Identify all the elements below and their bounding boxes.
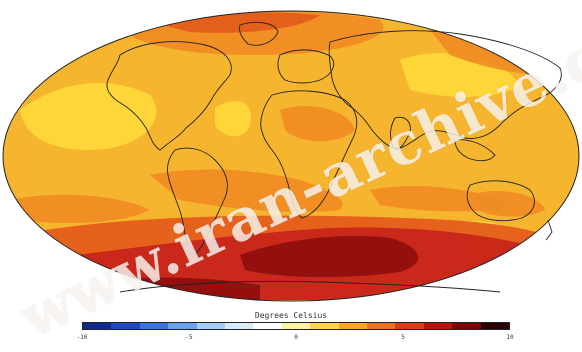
africa-outline — [260, 90, 358, 219]
colorbar-swatch — [395, 323, 424, 329]
colorbar-swatch — [423, 323, 453, 329]
colorbar-swatch — [452, 323, 481, 329]
warming-region-orange — [10, 194, 150, 223]
temperature-map — [2, 10, 580, 302]
warming-region-dark-red — [40, 277, 260, 300]
colorbar-tick-label: 5 — [401, 334, 405, 341]
colorbar-tick-label: -5 — [185, 334, 193, 341]
colorbar-swatch — [310, 323, 339, 329]
warming-region-light — [215, 101, 251, 137]
colorbar-swatch — [225, 323, 254, 329]
colorbar-swatch — [480, 323, 510, 329]
colorbar-tick-labels: -10 -5 0 5 10 — [77, 334, 514, 344]
colorbar-swatch — [196, 323, 226, 329]
south-america-outline — [167, 147, 228, 256]
coastlines — [106, 21, 562, 293]
colorbar-tick-label: 10 — [506, 334, 514, 341]
warming-region-orange — [150, 169, 343, 212]
colorbar-swatch — [168, 323, 197, 329]
colorbar-swatch — [253, 323, 282, 329]
greenland-outline — [239, 21, 279, 46]
colorbar-swatch — [111, 323, 140, 329]
europe-outline — [277, 49, 334, 84]
temperature-field — [3, 11, 579, 301]
colorbar-swatch — [338, 323, 368, 329]
warming-region-light — [20, 83, 157, 150]
antarctica-outline — [119, 280, 501, 293]
colorbar-tick-label: 0 — [294, 334, 298, 341]
north-america-outline — [106, 41, 232, 151]
southeast-asia-outline — [454, 139, 496, 162]
legend-title: Degrees Celsius — [254, 311, 328, 320]
colorbar — [82, 322, 510, 330]
colorbar-swatch — [367, 323, 396, 329]
australia-outline — [466, 180, 535, 222]
new-zealand-outline — [545, 219, 553, 241]
warming-region-orange — [470, 190, 545, 217]
warming-region-dark-red — [240, 235, 419, 278]
asia-outline — [328, 30, 562, 149]
colorbar-swatch — [281, 323, 311, 329]
india-outline — [390, 116, 411, 151]
warming-region-orange — [280, 106, 355, 142]
colorbar-swatch — [83, 323, 112, 329]
colorbar-tick-label: -10 — [76, 334, 88, 341]
globe-outline — [2, 10, 580, 302]
colorbar-swatch — [139, 323, 169, 329]
